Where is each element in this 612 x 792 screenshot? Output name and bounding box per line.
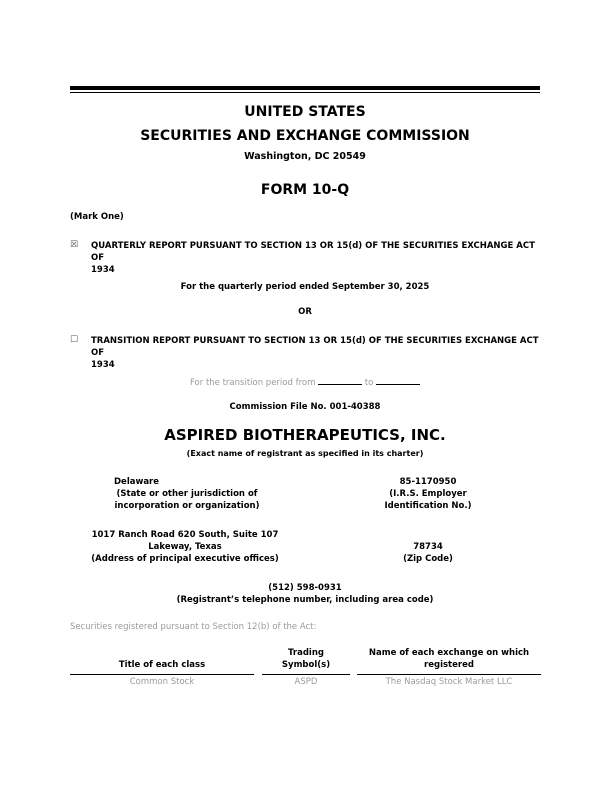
address-cell: 1017 Ranch Road 620 South, Suite 107 Lak… [60, 529, 310, 565]
state-caption-1: (State or other jurisdiction of [116, 489, 258, 499]
quarterly-report-line-2: 1934 [91, 265, 115, 275]
state-cell: Delaware (State or other jurisdiction of… [92, 476, 282, 512]
phone-block: (512) 598-0931 (Registrant’s telephone n… [70, 582, 540, 606]
phone-caption: (Registrant’s telephone number, includin… [176, 595, 434, 605]
col-divider-exchange [357, 674, 541, 675]
quarterly-period: For the quarterly period ended September… [180, 282, 430, 292]
commission-location: Washington, DC 20549 [244, 151, 366, 162]
top-thick-rule [70, 86, 540, 90]
transition-period-mid: to [364, 378, 374, 388]
col-header-exchange-line-1: Name of each exchange on which [368, 648, 530, 658]
or-separator: OR [298, 307, 312, 317]
transition-period-line: For the transition period from to [70, 376, 540, 388]
col-header-exchange-line-2: registered [424, 660, 474, 670]
col-divider-title [70, 674, 254, 675]
quarterly-report-label: QUARTERLY REPORT PURSUANT TO SECTION 13 … [91, 240, 541, 276]
transition-period-prefix: For the transition period from [189, 378, 316, 388]
col-divider-symbol [262, 674, 350, 675]
col-header-symbol: Trading Symbol(s) [262, 647, 350, 671]
address-line-2: Lakeway, Texas [148, 542, 222, 552]
securities-intro: Securities registered pursuant to Sectio… [70, 622, 317, 632]
phone-value: (512) 598-0931 [268, 583, 342, 593]
col-header-symbol-line-1: Trading [288, 648, 324, 658]
registrant-name-caption: (Exact name of registrant as specified i… [186, 449, 424, 458]
address-line-1: 1017 Ranch Road 620 South, Suite 107 [91, 530, 279, 540]
commission-title: SECURITIES AND EXCHANGE COMMISSION [140, 128, 470, 144]
transition-report-line-2: 1934 [91, 360, 115, 370]
col-header-symbol-line-2: Symbol(s) [281, 660, 331, 670]
zip-cell: 78734 (Zip Code) [378, 541, 478, 565]
registrant-name: ASPIRED BIOTHERAPEUTICS, INC. [164, 426, 446, 444]
row-class-value: Common Stock [129, 677, 195, 687]
top-thin-rule [70, 92, 540, 93]
transition-period-from-field[interactable] [318, 376, 363, 385]
transition-checkbox[interactable]: ☐ [70, 335, 79, 345]
col-header-title: Title of each class [118, 660, 206, 670]
zip-value: 78734 [413, 542, 443, 552]
state-value: Delaware [114, 477, 160, 487]
transition-period-to-field[interactable] [376, 376, 421, 385]
agency-title: UNITED STATES [244, 104, 366, 120]
transition-report-label: TRANSITION REPORT PURSUANT TO SECTION 13… [91, 335, 541, 371]
address-caption: (Address of principal executive offices) [91, 554, 279, 564]
row-exchange-value: The Nasdaq Stock Market LLC [385, 677, 513, 687]
ein-cell: 85-1170950 (I.R.S. Employer Identificati… [348, 476, 508, 512]
commission-file-number: Commission File No. 001-40388 [229, 402, 381, 412]
mark-one-label: (Mark One) [70, 212, 124, 222]
quarterly-checkbox[interactable]: ☒ [70, 240, 79, 250]
col-header-exchange: Name of each exchange on which registere… [357, 647, 541, 671]
row-symbol-value: ASPD [294, 677, 318, 687]
ein-value: 85-1170950 [399, 477, 457, 487]
form-title: FORM 10-Q [260, 182, 350, 198]
transition-report-line-1: TRANSITION REPORT PURSUANT TO SECTION 13… [91, 336, 539, 358]
ein-caption-2: Identification No.) [384, 501, 472, 511]
quarterly-report-line-1: QUARTERLY REPORT PURSUANT TO SECTION 13 … [91, 241, 535, 263]
zip-caption: (Zip Code) [403, 554, 453, 564]
ein-caption-1: (I.R.S. Employer [389, 489, 467, 499]
state-caption-2: incorporation or organization) [114, 501, 260, 511]
